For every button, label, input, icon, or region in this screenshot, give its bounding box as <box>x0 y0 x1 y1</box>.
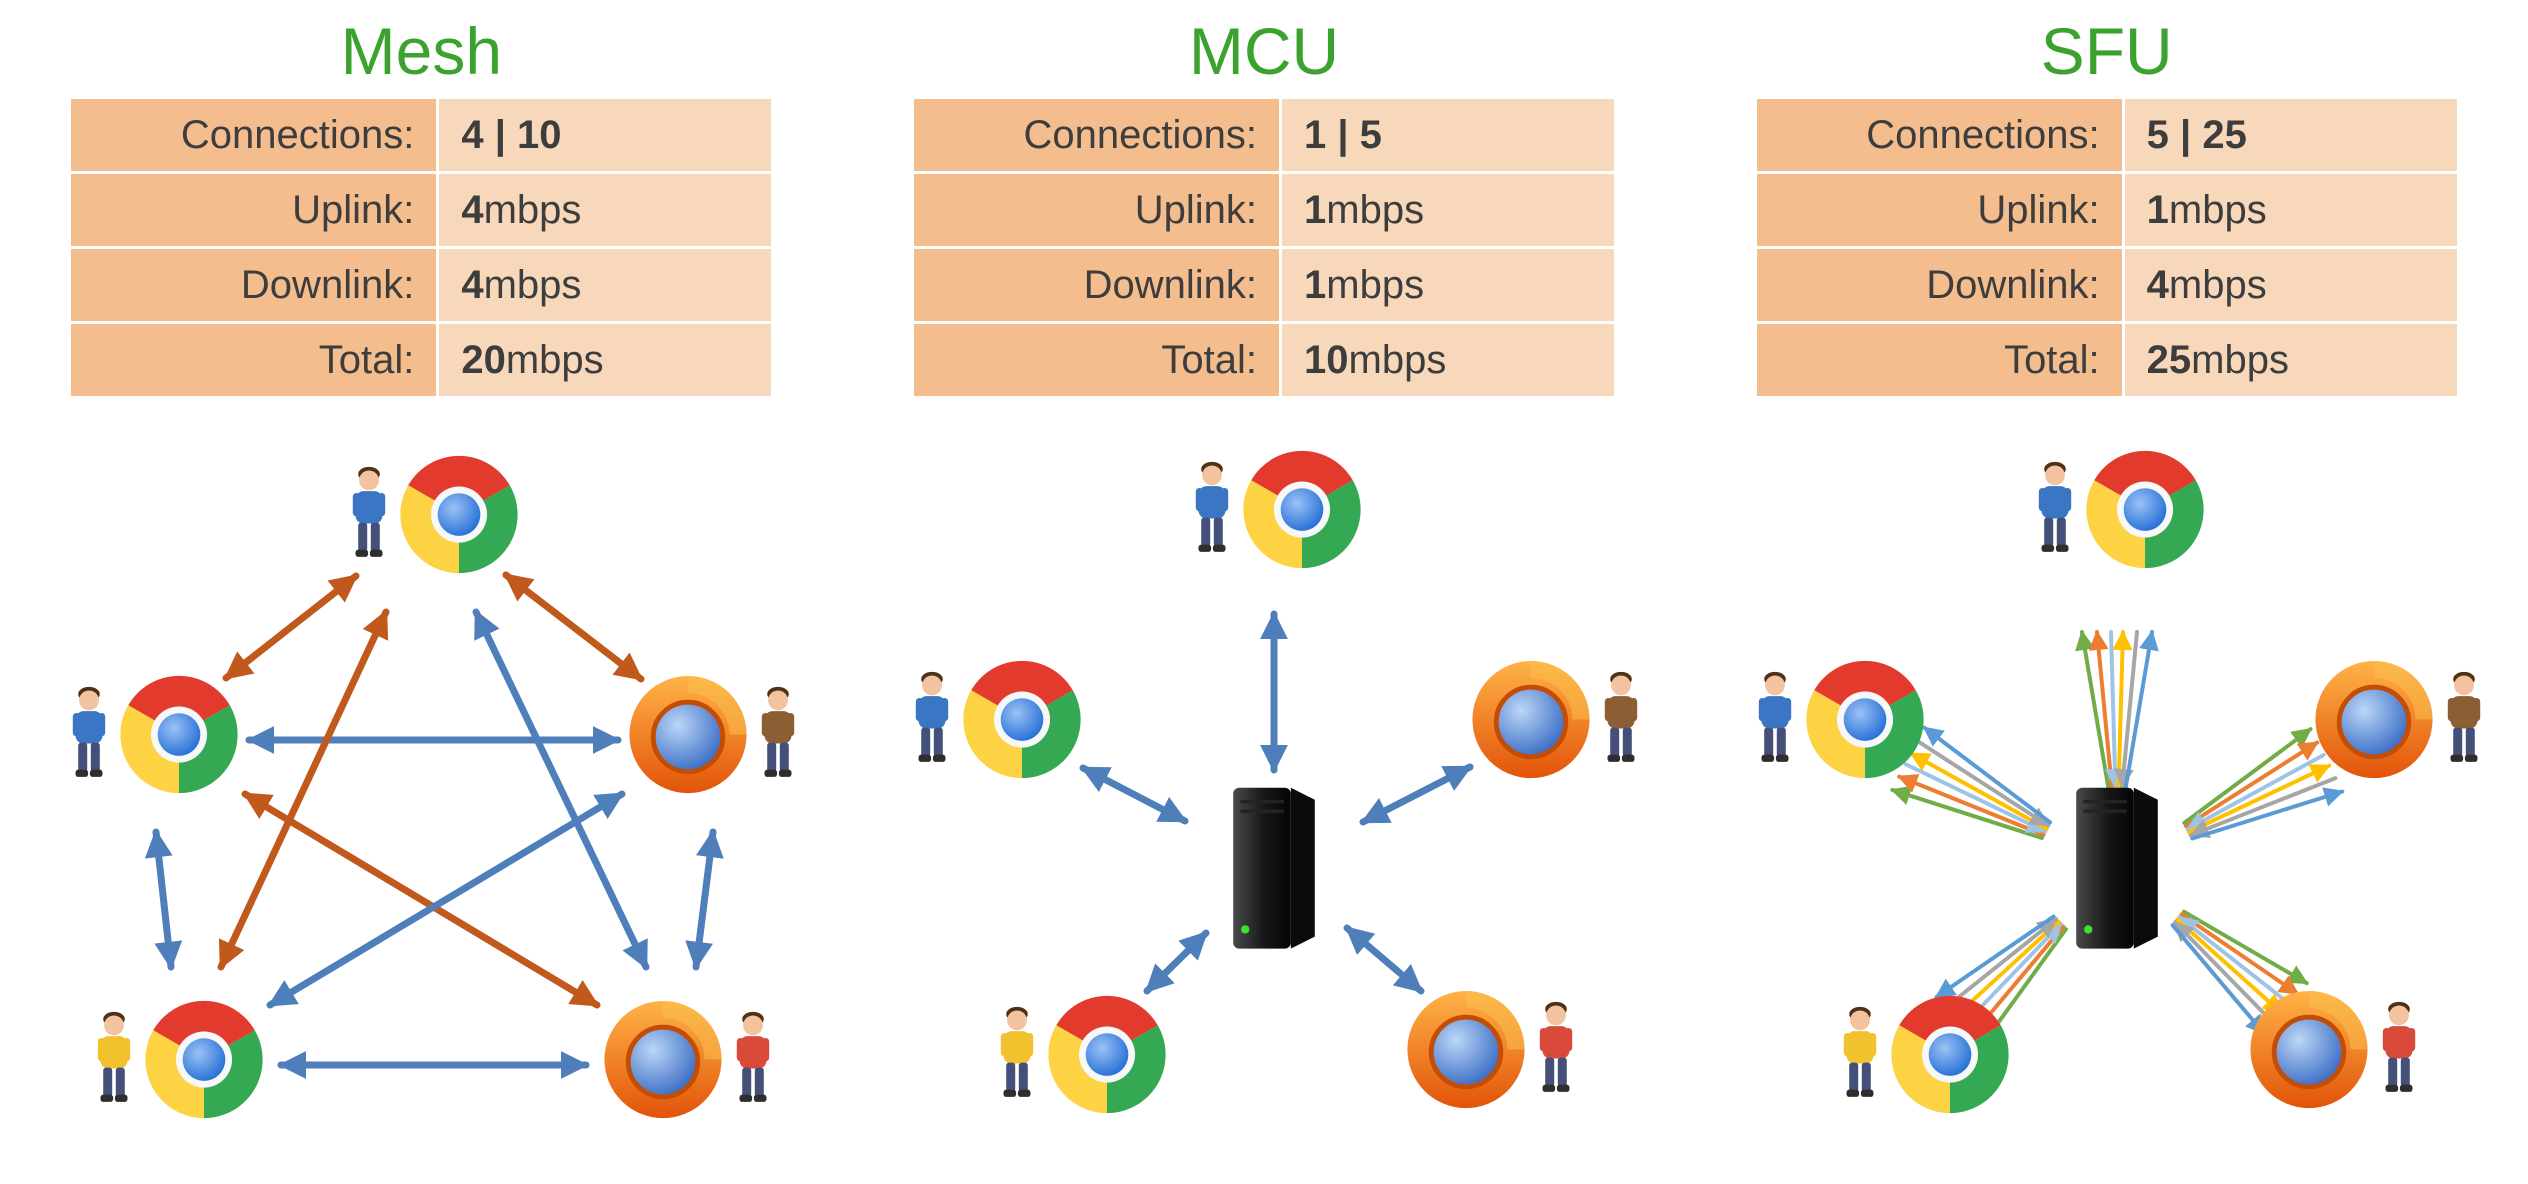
page-title-mesh: Mesh <box>340 14 503 88</box>
peer-node-bottom-left <box>87 999 265 1121</box>
firefox-browser-icon <box>1405 989 1527 1111</box>
stat-value: 20 mbps <box>439 324 772 397</box>
chrome-browser-icon <box>398 454 520 576</box>
media-server-icon <box>1226 782 1322 952</box>
chrome-browser-icon <box>1241 449 1363 571</box>
stat-value: 1 | 5 <box>1282 99 1614 172</box>
peer-node-bottom-right <box>2248 989 2426 1111</box>
person-icon <box>2372 1000 2426 1100</box>
stat-value: 25 mbps <box>2124 324 2457 397</box>
stat-value: 4 mbps <box>439 249 772 322</box>
column-mcu: MCU Connections: 1 | 5 Uplink: 1 mbps Do… <box>843 12 1686 1184</box>
person-icon <box>2028 460 2082 560</box>
peer-node-right <box>1470 659 1648 781</box>
stat-value: 5 | 25 <box>2124 99 2457 172</box>
page-title-sfu: SFU <box>2040 14 2173 88</box>
stat-label: Uplink: <box>1756 174 2122 247</box>
stat-label: Total: <box>1756 324 2122 397</box>
stat-label: Uplink: <box>71 174 437 247</box>
media-server-icon <box>2069 782 2165 952</box>
firefox-browser-icon <box>2313 659 2435 781</box>
chrome-browser-icon <box>2084 449 2206 571</box>
person-icon <box>751 685 805 785</box>
peer-node-left <box>62 674 240 796</box>
peer-node-bottom-right <box>1405 989 1583 1111</box>
person-icon <box>62 685 116 785</box>
stat-label: Total: <box>914 324 1279 397</box>
peer-node-left <box>1748 659 1926 781</box>
peer-node-right <box>2313 659 2491 781</box>
column-mesh: Mesh Connections: 4 | 10 Uplink: 4 mbps … <box>0 12 843 1184</box>
peer-node-bottom-left <box>1833 994 2011 1116</box>
stat-value: 1 mbps <box>1282 249 1614 322</box>
stat-label: Downlink: <box>1756 249 2122 322</box>
person-icon <box>990 1005 1044 1105</box>
person-icon <box>87 1010 141 1110</box>
sfu-diagram <box>1687 402 2527 1172</box>
peer-node-left <box>905 659 1083 781</box>
stats-table-mesh: Connections: 4 | 10 Uplink: 4 mbps Downl… <box>71 99 772 397</box>
firefox-browser-icon <box>602 999 724 1121</box>
stat-value: 4 mbps <box>2124 249 2457 322</box>
person-icon <box>905 670 959 770</box>
stat-label: Downlink: <box>71 249 437 322</box>
chrome-browser-icon <box>1889 994 2011 1116</box>
person-icon <box>1748 670 1802 770</box>
chrome-browser-icon <box>961 659 1083 781</box>
mcu-diagram <box>844 402 1684 1172</box>
stat-label: Downlink: <box>914 249 1279 322</box>
column-sfu: SFU Connections: 5 | 25 Uplink: 1 mbps D… <box>1685 12 2528 1184</box>
stat-label: Total: <box>71 324 437 397</box>
person-icon <box>342 465 396 565</box>
peer-node-bottom-left <box>990 994 1168 1116</box>
stat-label: Uplink: <box>914 174 1279 247</box>
peer-node-top <box>2028 449 2206 571</box>
chrome-browser-icon <box>1804 659 1926 781</box>
firefox-browser-icon <box>2248 989 2370 1111</box>
chrome-browser-icon <box>118 674 240 796</box>
stats-table-sfu: Connections: 5 | 25 Uplink: 1 mbps Downl… <box>1756 99 2457 397</box>
stat-value: 1 mbps <box>2124 174 2457 247</box>
person-icon <box>1833 1005 1887 1105</box>
stat-value: 1 mbps <box>1282 174 1614 247</box>
person-icon <box>1185 460 1239 560</box>
peer-node-top <box>342 454 520 576</box>
chrome-browser-icon <box>143 999 265 1121</box>
person-icon <box>2437 670 2491 770</box>
person-icon <box>1529 1000 1583 1100</box>
stat-label: Connections: <box>1756 99 2122 172</box>
firefox-browser-icon <box>1470 659 1592 781</box>
peer-node-bottom-right <box>602 999 780 1121</box>
chrome-browser-icon <box>1046 994 1168 1116</box>
stats-table-mcu: Connections: 1 | 5 Uplink: 1 mbps Downli… <box>914 99 1614 397</box>
stat-value: 4 | 10 <box>439 99 772 172</box>
peer-node-top <box>1185 449 1363 571</box>
mesh-diagram <box>1 402 841 1172</box>
stat-value: 10 mbps <box>1282 324 1614 397</box>
page-title-mcu: MCU <box>1188 14 1340 88</box>
person-icon <box>726 1010 780 1110</box>
stat-label: Connections: <box>914 99 1279 172</box>
peer-node-right <box>627 674 805 796</box>
stat-label: Connections: <box>71 99 437 172</box>
firefox-browser-icon <box>627 674 749 796</box>
person-icon <box>1594 670 1648 770</box>
stat-value: 4 mbps <box>439 174 772 247</box>
